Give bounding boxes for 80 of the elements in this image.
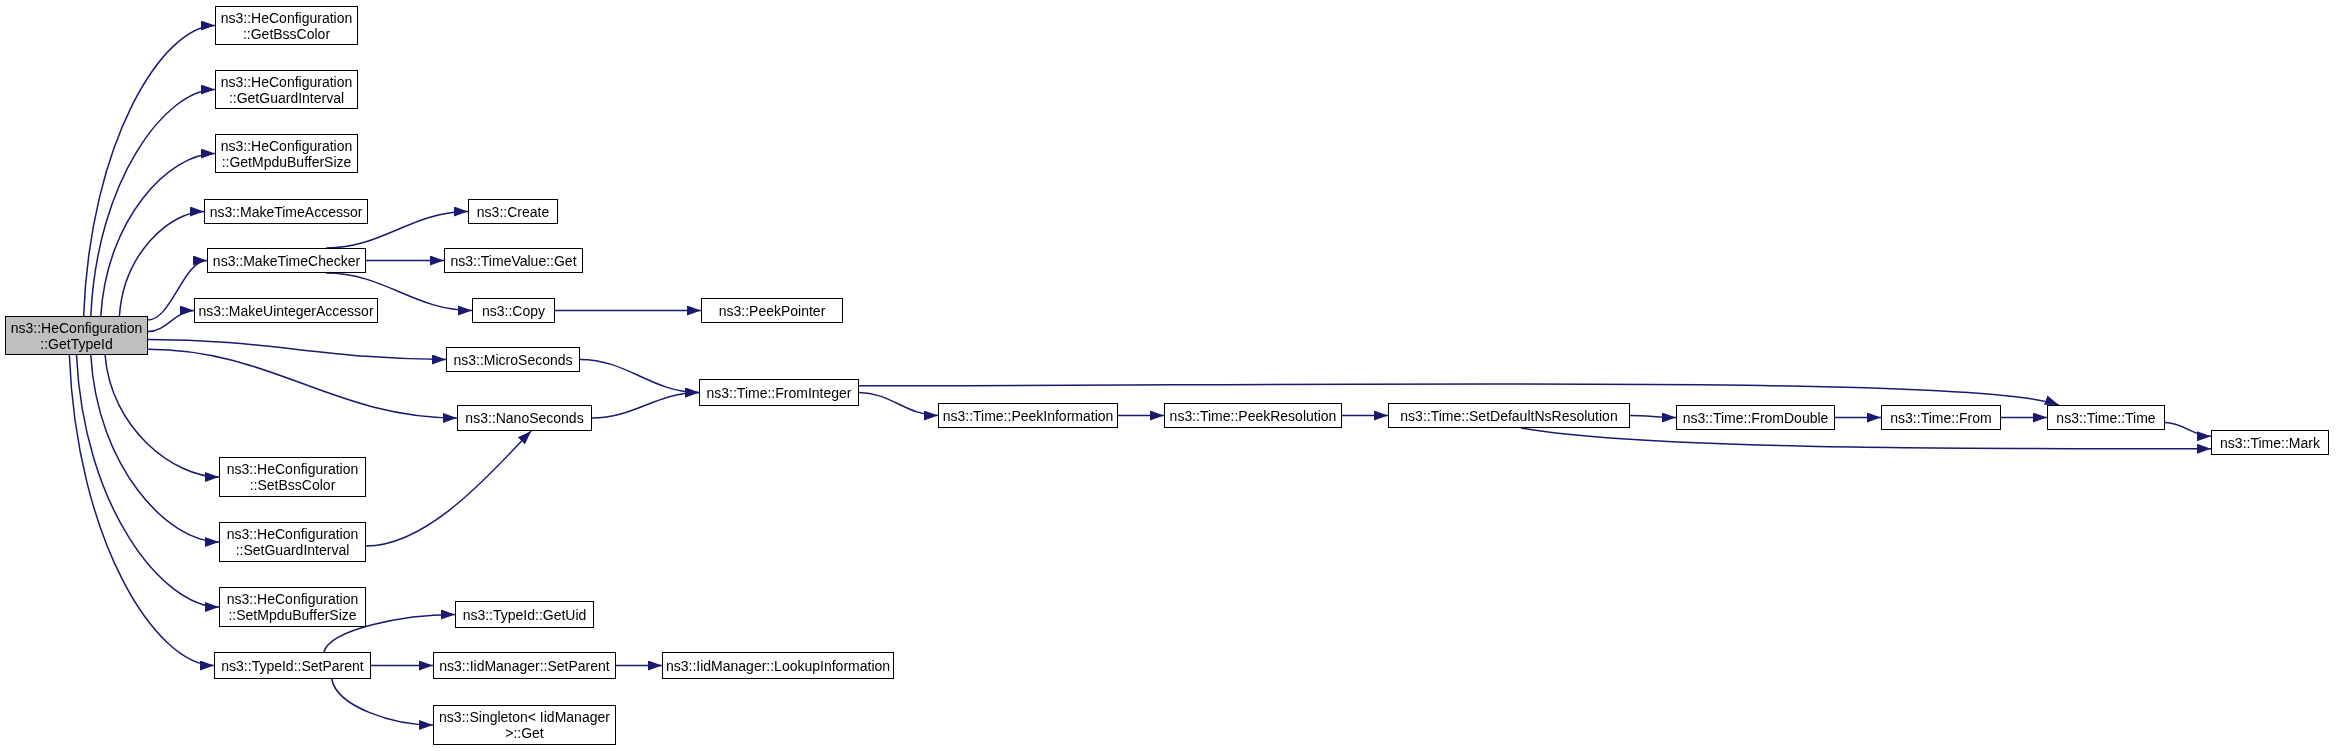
arrow <box>1629 412 1677 423</box>
arrow <box>370 660 434 671</box>
function-box <box>1676 405 1835 430</box>
function-box <box>472 298 555 323</box>
arrow <box>75 354 220 610</box>
function-name: ns3::Copy <box>481 302 545 319</box>
arrow <box>365 430 532 547</box>
function-name: ns3::MakeTimeChecker <box>212 252 361 269</box>
function-name: ns3::Create <box>476 203 550 220</box>
function-name: ns3::TypeId::GetUid <box>462 606 587 623</box>
arrow <box>1834 412 1882 423</box>
arrow <box>858 383 2060 407</box>
function-name: ns3::MakeTimeAccessor <box>209 203 363 220</box>
function-box <box>433 652 616 679</box>
function-box <box>207 248 366 273</box>
function-box <box>219 587 366 627</box>
function-box <box>468 199 558 224</box>
function-name: ns3::Time::From <box>1890 409 1992 426</box>
arrow <box>147 348 458 423</box>
arrow <box>147 258 208 321</box>
arrow <box>147 306 195 333</box>
arrow <box>554 305 702 316</box>
function-name: ns3::IidManager::LookupInformation <box>665 657 891 674</box>
function-box <box>2211 430 2329 455</box>
function-box <box>699 379 859 406</box>
arrow <box>331 678 434 730</box>
arrow <box>2164 421 2212 441</box>
function-name: ns3::IidManager::SetParent <box>439 657 610 674</box>
function-box <box>1881 405 2001 430</box>
function-name: ns3::TimeValue::Get <box>450 252 577 269</box>
arrow <box>82 23 216 317</box>
arrow <box>591 388 700 419</box>
function-box <box>455 601 594 628</box>
function-name: ns3::TypeId::SetParent <box>221 657 364 674</box>
function-name: ns3::Time::FromDouble <box>1682 409 1829 426</box>
arrow <box>1341 410 1389 421</box>
function-box <box>1388 403 1630 428</box>
function-name: ns3::Singleton< IidManager >::Get <box>438 709 611 741</box>
arrow <box>858 391 939 420</box>
function-name: ns3::HeConfiguration ::SetGuardInterval <box>225 526 360 558</box>
function-name: ns3::HeConfiguration ::GetTypeId <box>10 319 143 352</box>
arrow <box>68 354 215 669</box>
arrow <box>118 207 205 317</box>
function-name: ns3::MicroSeconds <box>453 351 573 368</box>
function-name: ns3::Time::PeekResolution <box>1169 407 1337 424</box>
function-name: ns3::Time::PeekInformation <box>942 407 1114 424</box>
function-name: ns3::HeConfiguration ::GetMpduBufferSize <box>220 137 353 170</box>
arrow <box>100 150 216 317</box>
function-box <box>701 298 843 323</box>
function-name: ns3::HeConfiguration ::SetMpduBufferSize <box>225 591 360 623</box>
function-name: ns3::NanoSeconds <box>465 410 584 426</box>
arrow <box>1520 427 2212 454</box>
function-name: ns3::Time::Mark <box>2220 434 2320 451</box>
arrow <box>323 609 456 653</box>
arrow <box>615 660 663 671</box>
function-name: ns3::Time::Time <box>2056 409 2156 426</box>
function-box <box>444 248 583 273</box>
function-name: ns3::HeConfiguration ::SetBssColor <box>225 461 360 493</box>
function-name: ns3::Time::FromInteger <box>706 384 852 401</box>
arrow <box>2000 412 2048 423</box>
function-box <box>662 652 894 679</box>
function-box <box>2047 405 2165 430</box>
function-name: ns3::HeConfiguration ::GetBssColor <box>220 9 353 42</box>
function-name: ns3::PeekPointer <box>718 302 826 319</box>
arrow <box>90 354 220 546</box>
arrow <box>104 354 220 481</box>
function-box <box>219 522 366 562</box>
arrow <box>147 338 447 365</box>
function-box <box>204 199 368 224</box>
function-box <box>457 405 592 431</box>
function-box <box>446 347 580 372</box>
function-box <box>219 457 366 497</box>
function-name: ns3::Time::SetDefaultNsResolution <box>1400 407 1618 424</box>
arrow <box>90 86 216 317</box>
arrow <box>1117 410 1165 421</box>
arrow <box>365 255 445 266</box>
function-name: ns3::MakeUintegerAccessor <box>198 302 374 319</box>
function-box <box>1164 403 1342 428</box>
function-name: ns3::HeConfiguration ::GetGuardInterval <box>220 73 353 106</box>
function-box <box>214 652 371 679</box>
